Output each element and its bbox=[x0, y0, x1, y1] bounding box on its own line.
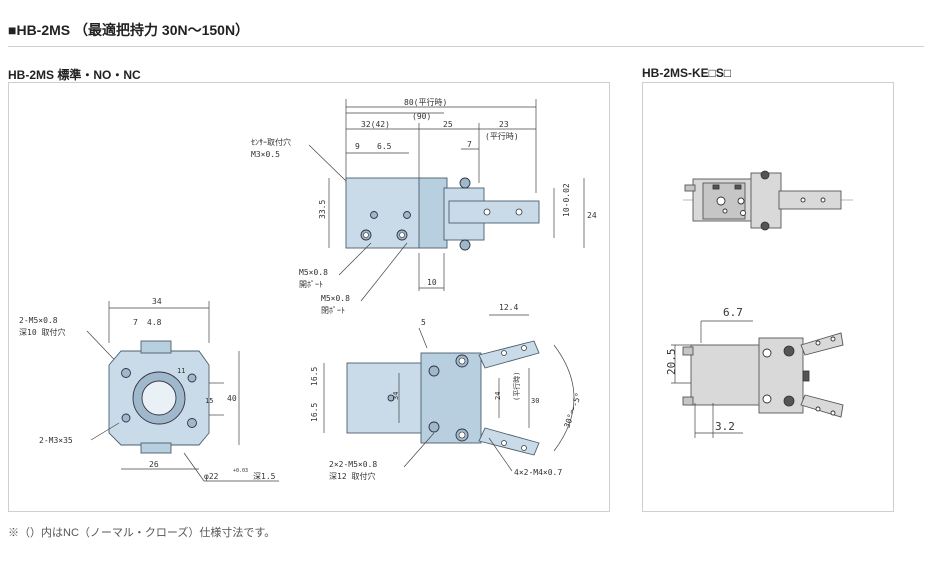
fv-bore-tol: +0.03 bbox=[233, 468, 248, 474]
dim-10: 10 bbox=[427, 278, 437, 287]
side-view: 80(平行時) (90) 32(42) 25 23 (平行時) 9 6.5 7 … bbox=[251, 97, 597, 315]
fv-dim-7: 7 bbox=[133, 318, 138, 327]
ke-dim-6-7: 6.7 bbox=[723, 306, 743, 319]
ke-dim-3-2: 3.2 bbox=[715, 420, 735, 433]
tv-angle: 30°〜-5° bbox=[562, 392, 583, 430]
left-panel-caption: HB-2MS 標準・NO・NC bbox=[8, 68, 141, 82]
dim-overall-length-nc: (90) bbox=[412, 112, 431, 121]
tv-dim-16-5b: 16.5 bbox=[310, 403, 319, 422]
port-open-label: 開ﾎﾟｰﾄ bbox=[299, 280, 323, 289]
dim-23: 23 bbox=[499, 120, 509, 129]
port-close-thread: M5×0.8 bbox=[321, 294, 350, 303]
ke-body-top bbox=[690, 344, 764, 406]
top-view: 5 12.4 16.5 16.5 34 24 (平行時) 30 30°〜-5° … bbox=[310, 303, 583, 481]
tv-dim-5: 5 bbox=[421, 318, 426, 327]
dim-32: 32(42) bbox=[361, 120, 390, 129]
tv-m5-thread: 2×2-M5×0.8 bbox=[329, 460, 377, 469]
dim-10-tol: 10-0.02 bbox=[562, 183, 571, 217]
fv-dim-40: 40 bbox=[227, 394, 237, 403]
fv-bore-dia: φ22 bbox=[204, 472, 219, 481]
right-panel-caption: HB-2MS-KE□S□ bbox=[642, 66, 732, 80]
dim-33-5: 33.5 bbox=[318, 200, 327, 219]
gripper-body-top bbox=[346, 362, 428, 434]
fv-mount-depth: 深10 取付穴 bbox=[19, 327, 65, 337]
ke-top-view: 6.7 20.5 3.2 bbox=[665, 306, 844, 438]
dim-24-right: 24 bbox=[587, 211, 597, 220]
standard-dimension-drawing: 80(平行時) (90) 32(42) 25 23 (平行時) 9 6.5 7 … bbox=[19, 97, 597, 482]
footnote: ※（）内はNC（ノーマル・クローズ）仕様寸法です。 bbox=[8, 527, 276, 539]
ke-variant-drawing-panel: 6.7 20.5 3.2 bbox=[642, 82, 894, 512]
tv-dim-16-5a: 16.5 bbox=[310, 367, 319, 386]
ke-dim-20-5: 20.5 bbox=[665, 349, 678, 376]
tv-dim-24: 24 bbox=[494, 392, 502, 400]
ke-side-view bbox=[683, 170, 853, 231]
port-close-label: 閉ﾎﾟｰﾄ bbox=[321, 306, 345, 315]
tv-dim-30: 30 bbox=[531, 397, 539, 405]
tv-dim-12-4: 12.4 bbox=[499, 303, 518, 312]
fv-bore-depth: 深1.5 bbox=[253, 472, 276, 481]
fv-dim-15: 15 bbox=[205, 397, 213, 405]
fv-m3-thread: 2-M3×35 bbox=[39, 436, 73, 445]
front-view: 34 7 4.8 2-M5×0.8 深10 取付穴 11 15 40 2-M3×… bbox=[19, 297, 279, 482]
port-open-thread: M5×0.8 bbox=[299, 268, 328, 277]
ke-variant-drawing: 6.7 20.5 3.2 bbox=[665, 170, 853, 438]
fv-mount-thread: 2-M5×0.8 bbox=[19, 316, 58, 325]
dim-overall-length: 80(平行時) bbox=[404, 97, 447, 107]
tv-dim-24-note: (平行時) bbox=[512, 372, 521, 401]
fv-dim-11: 11 bbox=[177, 367, 185, 375]
title-divider bbox=[8, 46, 924, 47]
tv-m4-thread: 4×2-M4×0.7 bbox=[514, 468, 562, 477]
dim-9: 9 bbox=[355, 142, 360, 151]
dim-25: 25 bbox=[443, 120, 453, 129]
dim-6-5: 6.5 bbox=[377, 142, 392, 151]
tv-m5-depth: 深12 取付穴 bbox=[329, 471, 375, 481]
fv-dim-34: 34 bbox=[152, 297, 162, 306]
dim-7: 7 bbox=[467, 140, 472, 149]
standard-drawing-panel: 80(平行時) (90) 32(42) 25 23 (平行時) 9 6.5 7 … bbox=[8, 82, 610, 512]
sensor-hole-thread: M3×0.5 bbox=[251, 150, 280, 159]
page-title: ■HB-2MS （最適把持力 30N〜150N） bbox=[8, 22, 250, 38]
fv-dim-26: 26 bbox=[149, 460, 159, 469]
dim-23-note: (平行時) bbox=[485, 131, 519, 141]
tv-dim-34: 34 bbox=[392, 392, 400, 400]
sensor-hole-label: ｾﾝｻｰ取付穴 bbox=[251, 137, 291, 147]
fv-dim-4-8: 4.8 bbox=[147, 318, 162, 327]
